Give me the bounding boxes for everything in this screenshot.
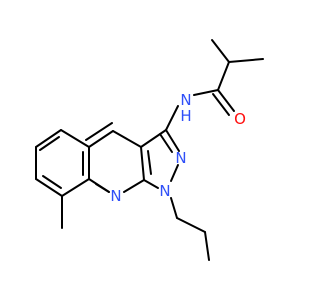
pyridine-n-label: N xyxy=(110,187,121,205)
bond-ch2-ch2 xyxy=(176,217,206,233)
bonds xyxy=(35,39,264,261)
carbonyl-o-label: O xyxy=(234,110,246,128)
bond-c8-c8a xyxy=(61,178,90,197)
bond-c-o-double-a xyxy=(217,89,235,112)
bond-c3-n2-a xyxy=(165,129,180,152)
bond-methyl-ch xyxy=(211,39,230,63)
atom-labels: N H O N N N xyxy=(110,91,246,205)
amide-h-label: H xyxy=(180,107,191,125)
bond-c8a-n-inner xyxy=(95,183,110,193)
bond-n-c7a xyxy=(123,179,145,193)
bond-c3-n2-b xyxy=(159,133,173,153)
bond-n2-n1 xyxy=(170,164,179,182)
bond-ch-methyl xyxy=(228,58,264,63)
bond-c5-c6-inner xyxy=(39,136,60,151)
bond-c5-c6 xyxy=(35,129,62,148)
bond-c3a-c7a xyxy=(140,146,145,181)
bond-c-o-double-b xyxy=(212,93,230,116)
bond-c3-c3a xyxy=(140,129,167,148)
structure-canvas: N H O N N N xyxy=(35,39,264,261)
amide-n-label: N xyxy=(180,91,191,109)
bond-c3a-c4 xyxy=(112,130,142,148)
bond-n-c3 xyxy=(165,105,179,131)
bond-n1-ch2 xyxy=(170,197,178,219)
bond-ch-carbonyl xyxy=(217,61,230,91)
bond-c4a-c5 xyxy=(60,129,90,148)
pyrazole-n1-label: N xyxy=(159,182,170,200)
bond-c7-c8-inner xyxy=(42,175,62,189)
molecule-diagram: N H O N N N xyxy=(35,39,264,261)
bond-c7-c8 xyxy=(35,178,63,197)
bond-n1-c7a xyxy=(143,179,159,189)
bond-c4-c4a-b xyxy=(85,122,113,141)
bond-carbonyl-n xyxy=(193,89,219,96)
pyrazole-n2-label: N xyxy=(175,149,186,167)
bond-ch2-ch3 xyxy=(204,231,210,261)
bond-c4-c4a-a xyxy=(88,130,114,148)
bond-c3a-c7a-inner xyxy=(147,150,152,175)
